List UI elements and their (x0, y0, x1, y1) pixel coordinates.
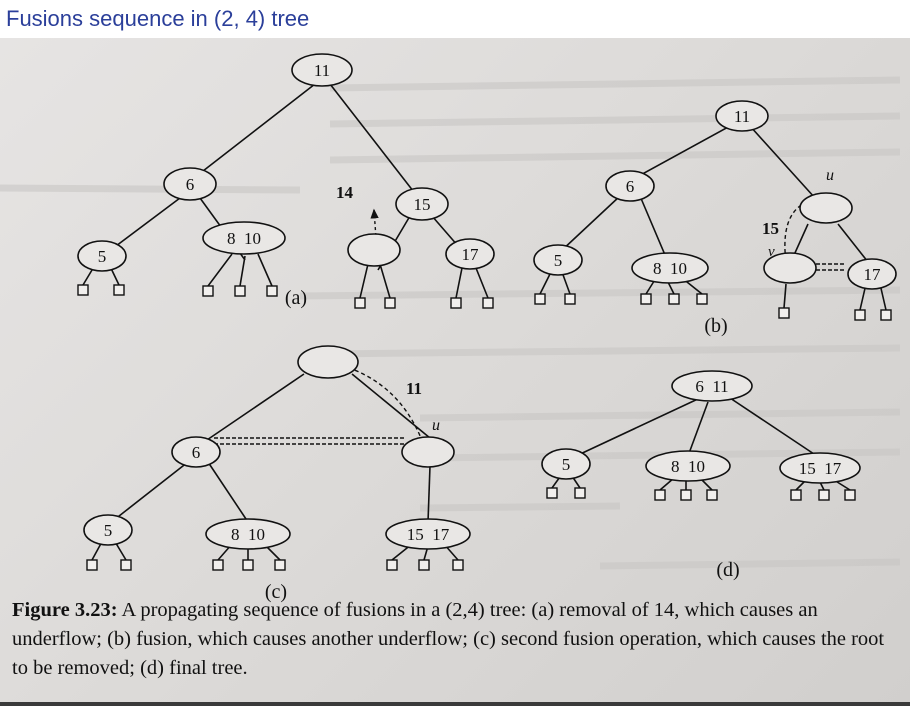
caption-label: Figure 3.23: (12, 599, 118, 621)
tree-figure: 11 6 15 5 8 10 17 11 6 5 8 10 17 6 5 8 1… (0, 53, 901, 603)
node-a-5 (77, 240, 127, 272)
annotation-b-u: u (826, 167, 834, 184)
panel-label-c: (c) (265, 581, 287, 603)
annotations: 14 u 15 v 11 u (336, 167, 834, 434)
node-d-root (671, 370, 753, 402)
node-c-root (297, 345, 359, 379)
annotation-15: 15 (762, 219, 779, 238)
key-a-6: 6 (186, 175, 195, 194)
panel-labels: (a) (b) (c) (d) (265, 287, 740, 603)
key-c-6: 6 (192, 443, 201, 462)
external-nodes (77, 284, 892, 571)
key-a-root: 11 (314, 61, 330, 80)
node-b-u (799, 192, 853, 224)
figure-caption: Figure 3.23: A propagating sequence of f… (12, 596, 902, 683)
node-d-5 (541, 448, 591, 480)
key-b-6: 6 (626, 177, 635, 196)
key-b-5: 5 (554, 251, 563, 270)
panel-label-a: (a) (285, 287, 307, 309)
node-b-5 (533, 244, 583, 276)
key-d-5: 5 (562, 455, 571, 474)
key-d-8-10: 8 10 (671, 457, 705, 476)
node-c-8-10 (205, 518, 291, 550)
caption-text: A propagating sequence of fusions in a (… (12, 599, 885, 679)
node-b-v (763, 252, 817, 284)
node-b-6 (605, 170, 655, 202)
node-b-8-10 (631, 252, 709, 284)
node-d-15-17 (779, 452, 861, 484)
key-a-8-10: 8 10 (227, 229, 261, 248)
node-a-empty (347, 233, 401, 267)
node-c-6 (171, 436, 221, 468)
node-a-root (291, 53, 353, 87)
bleed-through-lines (0, 76, 901, 570)
key-a-17: 17 (462, 245, 480, 264)
key-a-15: 15 (414, 195, 431, 214)
node-a-6 (163, 167, 217, 201)
key-c-15-17: 15 17 (407, 525, 450, 544)
annotation-11: 11 (406, 379, 422, 398)
key-b-17: 17 (864, 265, 882, 284)
annotation-b-v: v (768, 244, 775, 260)
key-d-15-17: 15 17 (799, 459, 842, 478)
node-a-8-10 (202, 221, 286, 255)
key-c-8-10: 8 10 (231, 525, 265, 544)
bottom-bar (0, 702, 910, 706)
node-labels: 11 6 15 5 8 10 17 11 6 5 8 10 17 6 5 8 1… (98, 61, 881, 544)
textbook-photo: 11 6 15 5 8 10 17 11 6 5 8 10 17 6 5 8 1… (0, 38, 910, 702)
node-b-root (715, 100, 769, 132)
key-b-8-10: 8 10 (653, 259, 687, 278)
node-b-17 (847, 258, 897, 290)
annotation-c-u: u (432, 417, 440, 434)
node-a-17 (445, 238, 495, 270)
key-a-5: 5 (98, 247, 107, 266)
key-b-root: 11 (734, 107, 750, 126)
annotation-14: 14 (336, 183, 354, 202)
node-c-5 (83, 514, 133, 546)
node-c-15-17 (385, 518, 471, 550)
panel-label-d: (d) (716, 559, 739, 581)
key-d-root: 6 11 (695, 377, 728, 396)
node-c-u (401, 436, 455, 468)
node-a-15 (395, 187, 449, 221)
key-c-5: 5 (104, 521, 113, 540)
node-d-8-10 (645, 450, 731, 482)
tree-nodes (77, 53, 897, 550)
slide-title: Fusions sequence in (2, 4) tree (6, 6, 310, 31)
panel-label-b: (b) (704, 315, 727, 337)
